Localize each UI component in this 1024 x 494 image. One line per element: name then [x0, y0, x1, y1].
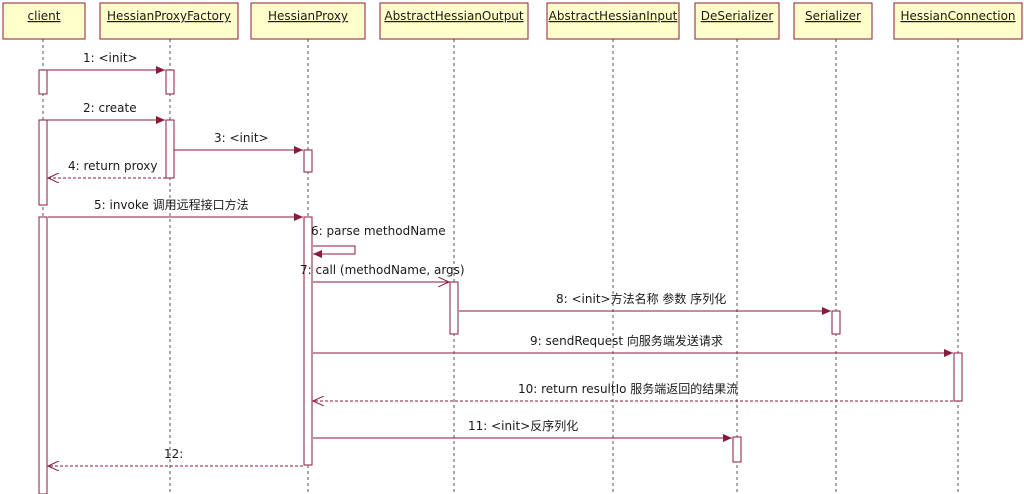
- activation-bar-proxy: [303, 149, 313, 173]
- message-3: 3: <init>: [174, 131, 303, 154]
- message-11: 11: <init>反序列化: [313, 418, 732, 442]
- participant-box: [546, 2, 680, 40]
- message-label: 10: return resultIo 服务端返回的结果流: [518, 381, 738, 396]
- message-label: 9: sendRequest 向服务端发送请求: [530, 333, 723, 348]
- message-10: 10: return resultIo 服务端返回的结果流: [313, 381, 953, 401]
- message-label: 4: return proxy: [68, 159, 157, 173]
- participant-box: [793, 2, 873, 40]
- message-label: 1: <init>: [83, 51, 138, 65]
- participant-box: [893, 2, 1023, 40]
- message-7: 7: call (methodName, args): [300, 263, 465, 282]
- participant-label: DeSerializer: [701, 9, 774, 23]
- participant-client: client: [2, 2, 86, 40]
- message-label: 11: <init>反序列化: [468, 418, 578, 433]
- activation-bar-factory: [165, 69, 175, 95]
- message-4: 4: return proxy: [48, 159, 166, 178]
- participant-label: AbstractHessianOutput: [384, 9, 524, 23]
- message-8: 8: <init>方法名称 参数 序列化: [459, 291, 831, 315]
- message-12: 12:: [48, 447, 303, 466]
- participant-label: HessianProxyFactory: [107, 9, 231, 23]
- message-6: 6: parse methodName: [311, 224, 446, 258]
- participant-deser: DeSerializer: [694, 2, 780, 40]
- activation-bar-client: [38, 69, 48, 95]
- message-1: 1: <init>: [43, 51, 165, 74]
- message-label: 2: create: [83, 101, 137, 115]
- activation-bar-output: [449, 281, 459, 335]
- message-5: 5: invoke 调用远程接口方法: [48, 197, 303, 221]
- message-2: 2: create: [43, 101, 165, 124]
- activation-bar-deser: [732, 436, 742, 463]
- activation-bar-client: [38, 216, 48, 494]
- message-arrow: [313, 245, 356, 258]
- participant-box: [99, 2, 239, 40]
- activation-bar-proxy: [303, 216, 313, 466]
- message-label: 5: invoke 调用远程接口方法: [94, 197, 249, 212]
- message-label: 6: parse methodName: [311, 224, 446, 238]
- participant-label: HessianConnection: [900, 9, 1015, 23]
- participant-box: [694, 2, 780, 40]
- message-label: 7: call (methodName, args): [300, 263, 465, 277]
- activation-bar-factory: [165, 119, 175, 179]
- activation-bar-ser: [831, 310, 841, 335]
- activation-bar-conn: [953, 352, 963, 402]
- participant-box: [379, 2, 529, 40]
- participant-input: AbstractHessianInput: [546, 2, 680, 40]
- participant-proxy: HessianProxy: [250, 2, 366, 40]
- participant-ser: Serializer: [793, 2, 873, 40]
- participant-box: [2, 2, 86, 40]
- participant-label: HessianProxy: [268, 9, 348, 23]
- participant-factory: HessianProxyFactory: [99, 2, 239, 40]
- participant-output: AbstractHessianOutput: [379, 2, 529, 40]
- message-label: 8: <init>方法名称 参数 序列化: [556, 291, 726, 306]
- message-label: 12:: [164, 447, 183, 461]
- activation-bar-client: [38, 119, 48, 206]
- participant-label: Serializer: [805, 9, 861, 23]
- message-label: 3: <init>: [214, 131, 269, 145]
- participant-conn: HessianConnection: [893, 2, 1023, 40]
- participant-label: client: [28, 9, 61, 23]
- participant-label: AbstractHessianInput: [549, 9, 678, 23]
- participant-box: [250, 2, 366, 40]
- message-9: 9: sendRequest 向服务端发送请求: [313, 333, 953, 357]
